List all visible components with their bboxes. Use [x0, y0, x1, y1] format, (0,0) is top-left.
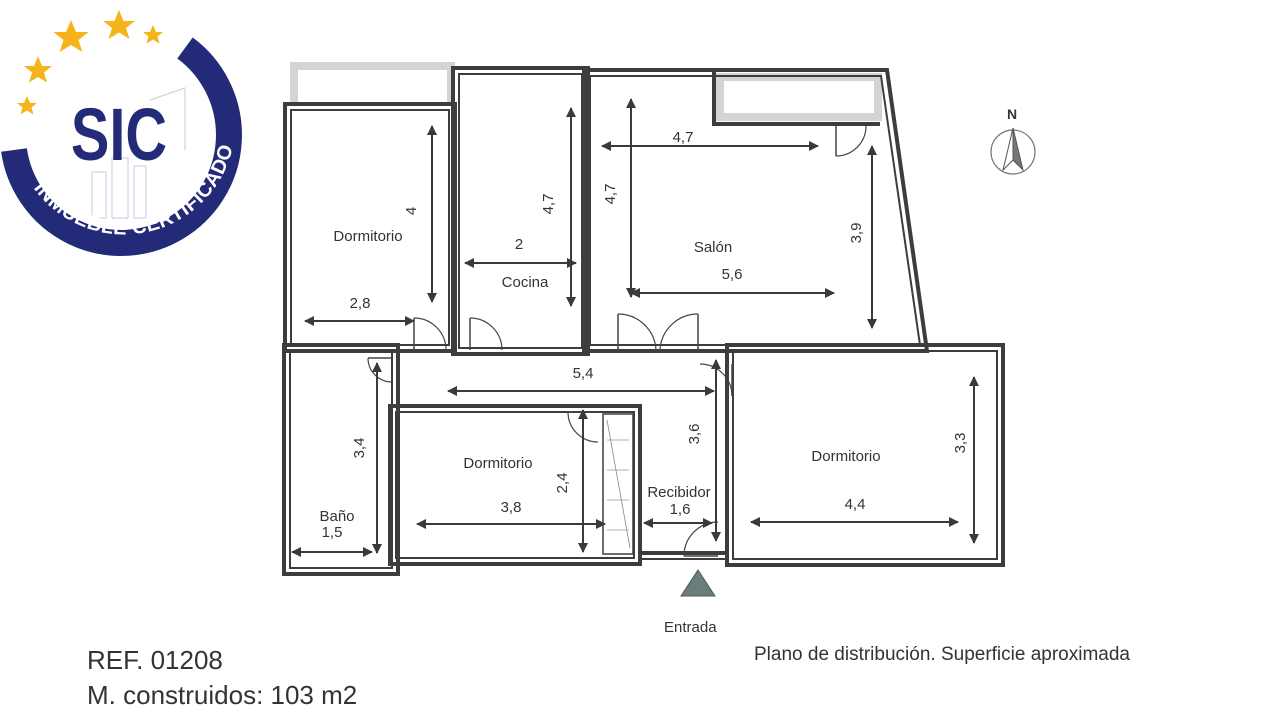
dim-label-dormitorio-center-height: 2,4 — [554, 473, 571, 494]
wall-dormitorio-center — [388, 404, 642, 566]
doors — [367, 125, 867, 557]
dim-label-cocina-width: 2 — [515, 236, 523, 253]
dim-label-salon-right: 3,9 — [848, 223, 865, 244]
logo-ring — [1, 37, 242, 256]
door-cocina — [469, 317, 503, 351]
door-entrance — [683, 521, 719, 557]
wall-bano — [282, 343, 400, 576]
door-balcony — [835, 125, 867, 157]
room-label-bano: Baño — [319, 508, 354, 525]
dim-label-cocina-height: 4,7 — [540, 194, 557, 215]
door-bano — [367, 357, 393, 383]
dim-label-dormitorio-nw-height: 4 — [403, 207, 420, 215]
logo-buildings-icon — [91, 87, 186, 219]
logo-brand: SIC — [71, 94, 167, 177]
dimension-labels: 4 2,8 2 4,7 4,7 4,7 5,6 3,9 5,4 3,6 3,4 … — [322, 129, 969, 541]
room-label-recibidor: Recibidor — [647, 484, 710, 501]
wall-cocina — [451, 66, 590, 356]
dim-label-salon-width: 5,6 — [722, 266, 743, 283]
dim-label-bano-width: 1,5 — [322, 524, 343, 541]
dimension-lines — [291, 98, 979, 557]
wardrobe — [602, 413, 634, 555]
entrance-label: Entrada — [664, 619, 717, 636]
reference-number: REF. 01208 — [87, 645, 223, 675]
door-salon-double — [617, 313, 699, 351]
door-dormitorio-e — [699, 363, 733, 397]
balcony-west — [290, 62, 455, 102]
dim-label-hall-height: 3,6 — [686, 424, 703, 445]
balcony-salon — [716, 73, 882, 121]
room-label-dormitorio-e: Dormitorio — [811, 448, 880, 465]
dim-label-hall-width: 5,4 — [573, 365, 594, 382]
room-label-cocina: Cocina — [502, 274, 549, 291]
logo-stars-icon — [17, 10, 163, 115]
north-arrow-icon — [990, 127, 1036, 175]
dim-label-dormitorio-center-width: 3,8 — [501, 499, 522, 516]
plan-caption: Plano de distribución. Superficie aproxi… — [754, 644, 1130, 665]
room-label-dormitorio-center: Dormitorio — [463, 455, 532, 472]
built-area: M. construidos: 103 m2 — [87, 680, 358, 710]
dim-label-salon-left: 4,7 — [602, 184, 619, 205]
sic-logo: SIC INMUEBLE CERTIFICADO — [1, 10, 242, 256]
dim-label-bano-height: 3,4 — [351, 438, 368, 459]
dim-label-dormitorio-nw-width: 2,8 — [350, 295, 371, 312]
room-label-dormitorio-nw: Dormitorio — [333, 228, 402, 245]
dim-label-dormitorio-e-width: 4,4 — [845, 496, 866, 513]
dim-label-salon-top: 4,7 — [673, 129, 694, 146]
entrance-marker-icon — [680, 569, 716, 597]
dim-label-dormitorio-e-height: 3,3 — [952, 433, 969, 454]
compass-north-label: N — [1007, 106, 1018, 122]
room-labels: Dormitorio Cocina Salón Baño Dormitorio … — [319, 228, 880, 525]
wall-dormitorio-e — [725, 343, 1005, 567]
room-label-salon: Salón — [694, 239, 732, 256]
dim-label-recibidor-width: 1,6 — [670, 501, 691, 518]
